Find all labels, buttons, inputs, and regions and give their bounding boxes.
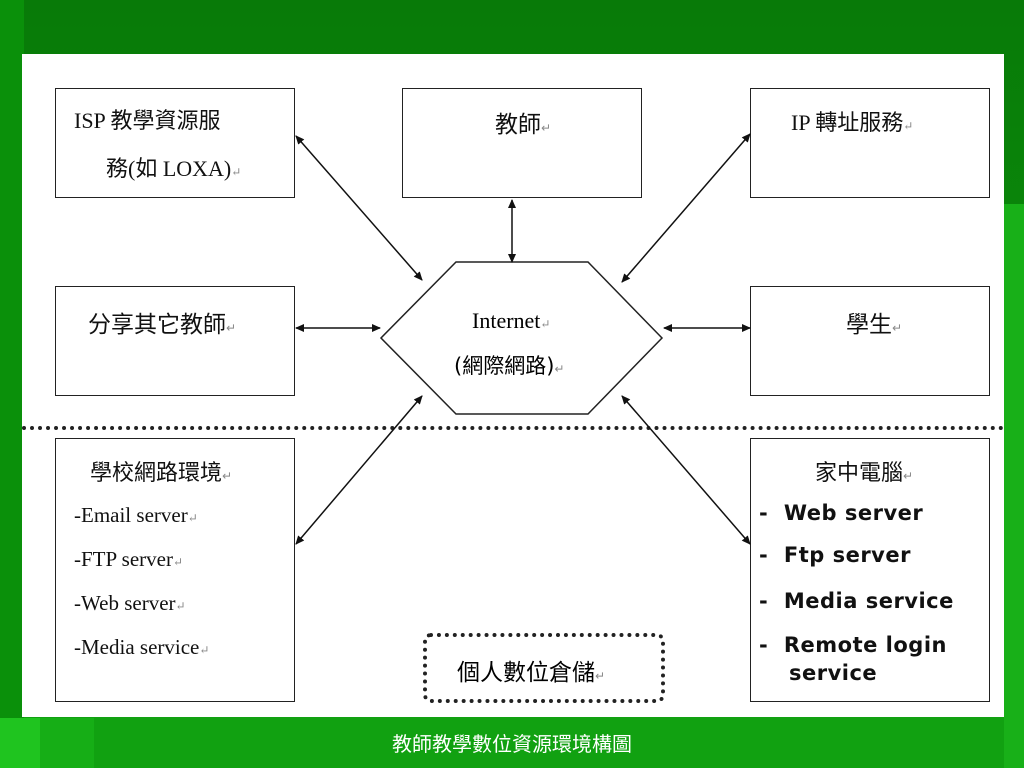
bullet: - (759, 543, 769, 567)
share-label: 分享其它教師 (88, 312, 226, 338)
bullet: - (759, 633, 769, 657)
isp-box: ISP 教學資源服 務(如 LOXA)↵ (55, 88, 295, 198)
school-network-box: 學校網路環境↵ -Email server↵ -FTP server↵ -Web… (55, 438, 295, 702)
return-mark: ↵ (540, 317, 551, 331)
return-mark: ↵ (892, 321, 903, 335)
school-item-web: -Web server (74, 591, 176, 615)
internet-node: Internet↵ (472, 308, 550, 334)
school-item-email: -Email server (74, 503, 188, 527)
student-label: 學生 (846, 312, 892, 338)
teacher-box: 教師↵ (402, 88, 642, 198)
background-corner-band-2 (40, 718, 94, 768)
school-item-media: -Media service (74, 635, 200, 659)
return-mark: ↵ (595, 669, 606, 683)
share-box: 分享其它教師↵ (55, 286, 295, 396)
return-mark: ↵ (554, 362, 565, 376)
return-mark: ↵ (226, 321, 237, 335)
ip-redirect-box: IP 轉址服務↵ (750, 88, 990, 198)
storage-label: 個人數位倉儲 (457, 660, 595, 686)
internet-line2: (網際網路) (454, 354, 555, 378)
figure-caption: 教師教學數位資源環境構圖 (392, 732, 632, 756)
home-item-media: Media service (783, 589, 954, 613)
return-mark: ↵ (199, 643, 210, 657)
return-mark: ↵ (903, 469, 914, 483)
return-mark: ↵ (175, 599, 186, 613)
student-box: 學生↵ (750, 286, 990, 396)
background-corner-band (0, 718, 40, 768)
home-item-ftp: Ftp server (783, 543, 911, 567)
internet-line1: Internet (472, 308, 541, 333)
return-mark: ↵ (172, 555, 184, 569)
personal-storage-box: 個人數位倉儲↵ (423, 633, 665, 703)
bullet: - (759, 501, 769, 525)
home-item-web: Web server (783, 501, 924, 525)
home-item-remote-cont: service (789, 661, 878, 685)
background-left-band (0, 0, 24, 768)
teacher-label: 教師 (495, 112, 541, 138)
ip-label: IP 轉址服務 (791, 110, 904, 135)
isp-line2: 務(如 LOXA) (106, 156, 232, 181)
return-mark: ↵ (541, 121, 552, 135)
return-mark: ↵ (231, 165, 242, 179)
return-mark: ↵ (222, 469, 233, 483)
internet-node-sub: (網際網路)↵ (454, 350, 564, 380)
isp-line1: ISP 教學資源服 (74, 108, 221, 133)
return-mark: ↵ (187, 511, 198, 525)
school-title: 學校網路環境 (90, 461, 223, 486)
school-item-ftp: -FTP server (74, 547, 173, 571)
background-right-band (1004, 204, 1024, 768)
home-item-remote: Remote login (783, 633, 947, 657)
return-mark: ↵ (903, 119, 914, 133)
dotted-divider (22, 426, 1004, 430)
home-title: 家中電腦 (815, 461, 904, 486)
home-computer-box: 家中電腦↵ - Web server - Ftp server - Media … (750, 438, 990, 702)
bullet: - (759, 589, 769, 613)
